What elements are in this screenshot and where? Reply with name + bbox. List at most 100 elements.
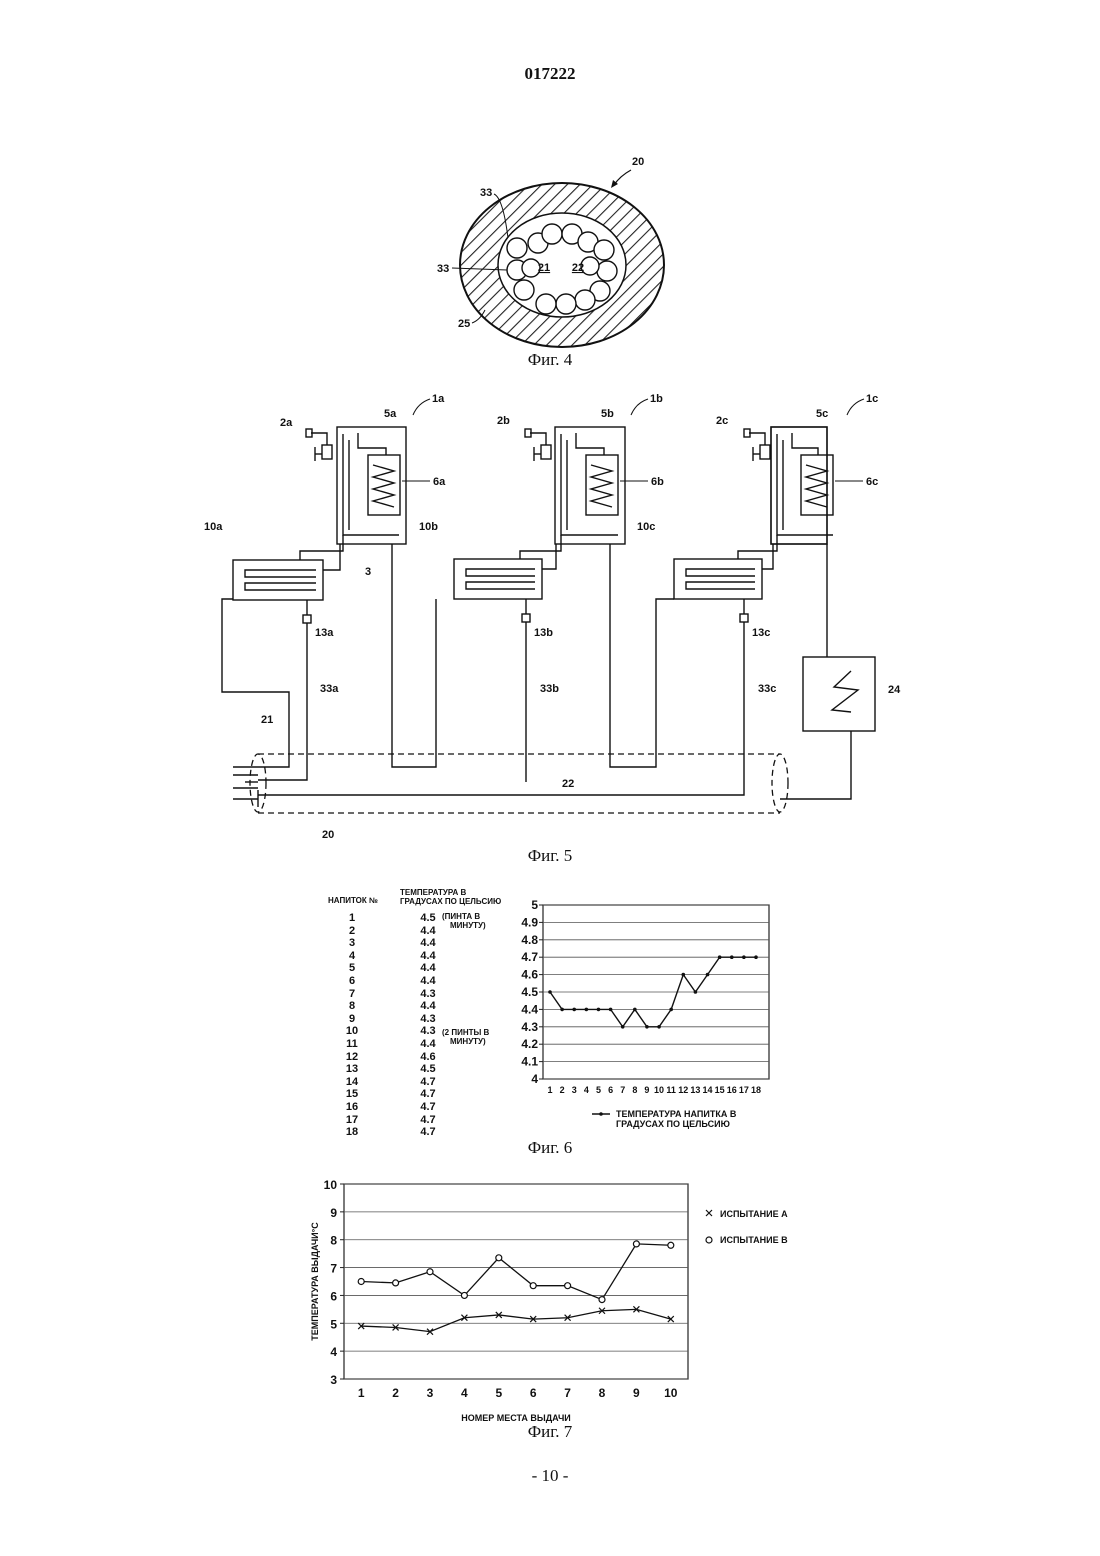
data-point bbox=[560, 1008, 564, 1012]
data-point bbox=[609, 1008, 613, 1012]
legend-a-marker bbox=[706, 1210, 712, 1216]
x-tick-label: 1 bbox=[547, 1085, 552, 1095]
x-tick-label: 11 bbox=[666, 1085, 676, 1095]
label-21: 21 bbox=[261, 714, 273, 726]
series-b-marker bbox=[530, 1283, 536, 1289]
x-tick-label: 6 bbox=[608, 1085, 613, 1095]
table-cell-number: 13 bbox=[332, 1063, 372, 1075]
label-33c: 33c bbox=[758, 683, 776, 695]
label-3: 3 bbox=[365, 566, 371, 578]
y-tick-label: 9 bbox=[330, 1206, 337, 1220]
x-tick-label: 15 bbox=[715, 1085, 725, 1095]
label-2a: 2a bbox=[280, 417, 293, 429]
label-5c: 5c bbox=[816, 408, 828, 420]
table-header-number: НАПИТОК № bbox=[328, 896, 408, 905]
table-cell-number: 11 bbox=[332, 1038, 372, 1050]
x-tick-label: 8 bbox=[599, 1386, 606, 1400]
legend-b-label: ИСПЫТАНИЕ B bbox=[720, 1235, 788, 1245]
table-cell-number: 1 bbox=[332, 912, 372, 924]
data-point bbox=[585, 1008, 589, 1012]
fig5-system-diagram: 1a 1b 1c 2a 2b 2c 5a 5b 5c 6a 6b 6c 10a … bbox=[0, 385, 1100, 840]
y-tick-label: 4 bbox=[531, 1072, 538, 1086]
fig4-cable-cross-section: 21 22 20 33 33 25 bbox=[0, 140, 1100, 380]
x-tick-label: 10 bbox=[654, 1085, 664, 1095]
fig5-caption: Фиг. 5 bbox=[450, 846, 650, 866]
y-tick-label: 5 bbox=[330, 1317, 337, 1331]
fig4-label-20: 20 bbox=[632, 156, 644, 168]
y-tick-label: 4.2 bbox=[521, 1037, 538, 1051]
fig4-label-33-top: 33 bbox=[480, 187, 492, 199]
table-cell-number: 18 bbox=[332, 1126, 372, 1138]
series-b-marker bbox=[668, 1242, 674, 1248]
y-tick-label: 8 bbox=[330, 1234, 337, 1248]
data-point bbox=[597, 1008, 601, 1012]
table-cell-temperature: 4.7 bbox=[408, 1076, 448, 1088]
legend-label-line2: ГРАДУСАХ ПО ЦЕЛЬСИЮ bbox=[616, 1119, 730, 1129]
series-b-line bbox=[361, 1244, 671, 1300]
table-cell-temperature: 4.4 bbox=[408, 950, 448, 962]
label-13a: 13a bbox=[315, 627, 334, 639]
table-cell-number: 10 bbox=[332, 1025, 372, 1037]
x-tick-label: 2 bbox=[560, 1085, 565, 1095]
data-point bbox=[730, 955, 734, 959]
table-cell-temperature: 4.4 bbox=[408, 975, 448, 987]
page-number: - 10 - bbox=[0, 1466, 1100, 1486]
legend-label-line1: ТЕМПЕРАТУРА НАПИТКА В bbox=[616, 1109, 737, 1119]
data-point bbox=[633, 1008, 637, 1012]
data-point bbox=[754, 955, 758, 959]
fig6-caption: Фиг. 6 bbox=[450, 1138, 650, 1158]
series-b-marker bbox=[496, 1255, 502, 1261]
data-point bbox=[706, 973, 710, 977]
y-tick-label: 4.9 bbox=[521, 915, 538, 929]
data-point bbox=[742, 955, 746, 959]
table-cell-number: 4 bbox=[332, 950, 372, 962]
y-tick-label: 4.6 bbox=[521, 968, 538, 982]
fig4-label-21: 21 bbox=[538, 262, 550, 274]
fig4-label-33-left: 33 bbox=[437, 263, 449, 275]
x-tick-label: 7 bbox=[564, 1386, 571, 1400]
data-point bbox=[718, 955, 722, 959]
table-cell-number: 7 bbox=[332, 988, 372, 1000]
series-b-marker bbox=[427, 1269, 433, 1275]
label-6a: 6a bbox=[433, 476, 446, 488]
label-13b: 13b bbox=[534, 627, 553, 639]
table-cell-temperature: 4.7 bbox=[408, 1101, 448, 1113]
series-b-marker bbox=[358, 1279, 364, 1285]
label-1a: 1a bbox=[432, 393, 445, 405]
table-cell-temperature: 4.5 bbox=[408, 1063, 448, 1075]
fig7-caption: Фиг. 7 bbox=[450, 1422, 650, 1442]
y-tick-label: 4.4 bbox=[521, 1002, 538, 1016]
table-cell-number: 15 bbox=[332, 1088, 372, 1100]
table-cell-number: 14 bbox=[332, 1076, 372, 1088]
table-cell-number: 16 bbox=[332, 1101, 372, 1113]
label-1b: 1b bbox=[650, 393, 663, 405]
label-10b: 10b bbox=[419, 521, 438, 533]
table-cell-number: 17 bbox=[332, 1114, 372, 1126]
data-point bbox=[548, 990, 552, 994]
series-b-marker bbox=[633, 1241, 639, 1247]
x-tick-label: 13 bbox=[690, 1085, 700, 1095]
label-6c: 6c bbox=[866, 476, 878, 488]
table-cell-temperature: 4.3 bbox=[408, 1013, 448, 1025]
table-cell-number: 8 bbox=[332, 1000, 372, 1012]
label-1c: 1c bbox=[866, 393, 878, 405]
table-cell-number: 3 bbox=[332, 937, 372, 949]
label-13c: 13c bbox=[752, 627, 770, 639]
data-point bbox=[572, 1008, 576, 1012]
label-24: 24 bbox=[888, 684, 901, 696]
data-point bbox=[681, 973, 685, 977]
fig4-caption: Фиг. 4 bbox=[450, 350, 650, 370]
x-tick-label: 8 bbox=[632, 1085, 637, 1095]
series-b-marker bbox=[565, 1283, 571, 1289]
label-33a: 33a bbox=[320, 683, 339, 695]
label-5a: 5a bbox=[384, 408, 397, 420]
x-tick-label: 17 bbox=[739, 1085, 749, 1095]
x-tick-label: 5 bbox=[495, 1386, 502, 1400]
y-tick-label: 4.5 bbox=[521, 985, 538, 999]
series-a-line bbox=[361, 1309, 671, 1331]
label-33b: 33b bbox=[540, 683, 559, 695]
y-tick-label: 6 bbox=[330, 1289, 337, 1303]
label-5b: 5b bbox=[601, 408, 614, 420]
y-tick-label: 4.7 bbox=[521, 950, 538, 964]
y-tick-label: 7 bbox=[330, 1262, 337, 1276]
